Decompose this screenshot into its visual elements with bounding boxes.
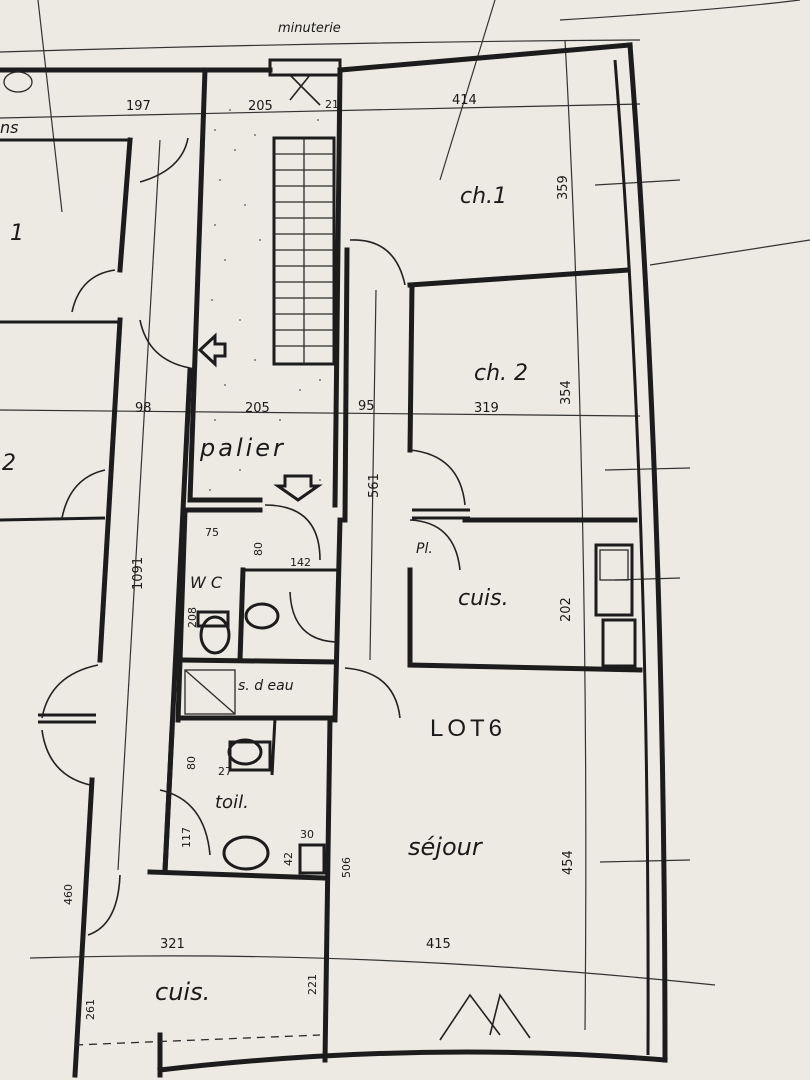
cuis-bottom-label: cuis. xyxy=(155,978,210,1006)
dim-80-toil: 80 xyxy=(185,756,198,770)
palier-down-arrow-icon xyxy=(273,474,323,502)
dim-117: 117 xyxy=(180,827,193,848)
ch2-label: ch. 2 xyxy=(474,361,528,386)
toil-label: toil. xyxy=(215,792,249,813)
dim-561: 561 xyxy=(367,473,382,498)
dim-80-wc: 80 xyxy=(252,542,265,556)
vertical-dim-561 xyxy=(369,289,377,661)
palier-left-wall xyxy=(187,67,263,503)
dim-98: 98 xyxy=(135,401,152,416)
dim-42: 42 xyxy=(282,852,295,866)
wc-label: W C xyxy=(190,573,223,592)
dim-142: 142 xyxy=(290,556,311,569)
dim-21: 21 xyxy=(325,98,339,111)
left-room-divider-2 xyxy=(0,516,106,522)
palier-right-wall xyxy=(332,67,343,508)
bottom-dimension-line xyxy=(29,955,716,986)
doors xyxy=(38,74,531,1041)
toil-inner-wall xyxy=(270,717,277,776)
dim-202: 202 xyxy=(559,597,574,622)
dim-261: 261 xyxy=(84,999,97,1020)
vertical-dim-1091 xyxy=(117,139,161,871)
dim-75: 75 xyxy=(205,526,219,539)
middle-dimension-line xyxy=(0,409,641,417)
leader-line-ch1 xyxy=(439,0,496,181)
pl-handwritten-label: Pl. xyxy=(416,541,433,557)
cuis-right-label: cuis. xyxy=(458,586,509,611)
toil-left-wall xyxy=(162,727,175,875)
dim-321: 321 xyxy=(160,937,185,952)
sde-right-wall xyxy=(332,517,343,723)
lot-label: LOT6 xyxy=(430,715,506,742)
wc-left-wall xyxy=(175,507,188,723)
dim-359: 359 xyxy=(556,175,571,200)
dim-27: 27 xyxy=(218,765,232,778)
cuis-bottom-wall xyxy=(407,662,643,673)
right-wall-outer xyxy=(627,42,668,1063)
corridor-right-wall xyxy=(342,247,350,523)
top-dimension-line xyxy=(0,39,641,53)
ch2-left-wall xyxy=(407,282,415,453)
dim-460: 460 xyxy=(62,884,75,905)
right-leader-line-2 xyxy=(649,239,810,266)
left-room-1-label: 1 xyxy=(10,221,24,246)
bottom-wall xyxy=(157,1049,668,1073)
minuterie-label: minuterie xyxy=(278,21,341,36)
toil-bottom-wall xyxy=(147,869,328,881)
dim-30: 30 xyxy=(300,828,314,841)
sejour-label: séjour xyxy=(408,833,484,861)
s-d-eau-label: s. d eau xyxy=(238,678,294,694)
ch1-ch2-divider xyxy=(407,267,631,288)
dim-506: 506 xyxy=(340,857,353,878)
dim-319: 319 xyxy=(474,401,499,416)
wc-sde-divider xyxy=(180,657,338,665)
right-leader-line-1 xyxy=(559,0,801,21)
ns-label: ns xyxy=(0,118,18,137)
toil-right-wall xyxy=(322,715,333,1063)
dim-95: 95 xyxy=(358,399,375,414)
dim-208: 208 xyxy=(186,607,199,628)
bottom-dashed-line xyxy=(74,1034,321,1046)
dim-415: 415 xyxy=(426,937,451,952)
palier-dotted-floor xyxy=(209,109,321,491)
right-tick-4 xyxy=(599,859,691,863)
dim-1091: 1091 xyxy=(131,557,146,590)
top-wall xyxy=(0,42,633,73)
left-corridor-wall-lower xyxy=(72,777,95,1078)
left-corridor-wall xyxy=(97,317,123,663)
dim-414: 414 xyxy=(452,93,477,108)
left-room-2-label: 2 xyxy=(2,451,16,476)
staircase xyxy=(272,136,336,366)
dim-197: 197 xyxy=(126,99,151,114)
lot-entry-door-frame xyxy=(268,58,342,77)
fixtures xyxy=(3,71,637,875)
dim-221: 221 xyxy=(306,974,319,995)
palier-label: palier xyxy=(199,434,286,462)
dim-205-mid: 205 xyxy=(245,401,270,416)
dim-354: 354 xyxy=(559,380,574,405)
right-tick-2 xyxy=(604,467,691,471)
ch1-label: ch.1 xyxy=(460,184,507,209)
wc-right-wall xyxy=(237,567,246,663)
dim-454: 454 xyxy=(561,850,576,875)
left-wall-upper xyxy=(117,137,133,273)
right-wall-inner xyxy=(613,59,650,1056)
upper-dimension-line xyxy=(0,103,641,119)
palier-entry-arrow-icon xyxy=(197,332,227,368)
dim-205-top: 205 xyxy=(248,99,273,114)
leader-line-left xyxy=(37,0,63,213)
